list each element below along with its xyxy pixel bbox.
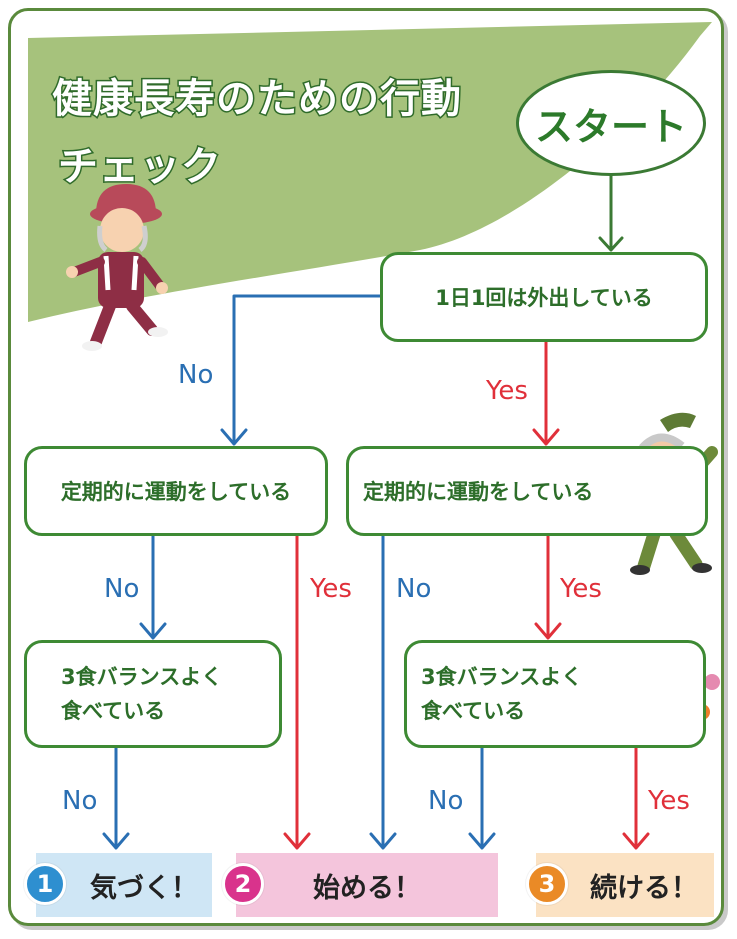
- meals-right-line2: 食べている: [421, 699, 526, 723]
- outing-no-label: No: [178, 360, 214, 390]
- arrow-meals-left-no: [102, 746, 130, 850]
- exercise-right-no-label: No: [396, 574, 432, 604]
- arrow-exercise-right-yes: [534, 534, 562, 640]
- outing-label: 1日1回は外出している: [435, 286, 653, 310]
- arrow-exercise-right-no: [369, 534, 397, 850]
- outcome-continue: 続ける！: [536, 853, 714, 917]
- jogging-woman-illustration: [66, 184, 168, 351]
- arrow-meals-right-yes: [622, 746, 650, 850]
- title-line2: チェック: [57, 143, 223, 192]
- meals-left-line2: 食べている: [61, 699, 166, 723]
- outcome-1-badge: 1: [24, 863, 66, 905]
- arrow-exercise-left-yes: [283, 534, 311, 850]
- meals-right-no-label: No: [428, 786, 464, 816]
- outcome-start: 始める！: [236, 853, 498, 917]
- outcome-start-text: 始める！: [313, 872, 421, 904]
- exercise-left-yes-label: Yes: [310, 574, 352, 604]
- exercise-left-node: 定期的に運動をしている: [24, 446, 328, 536]
- exercise-right-node: 定期的に運動をしている: [346, 446, 708, 536]
- outcome-continue-text: 続ける！: [590, 872, 698, 904]
- meals-left-line1: 3食バランスよく: [61, 665, 223, 689]
- exercise-right-label: 定期的に運動をしている: [363, 480, 594, 504]
- meals-right-yes-label: Yes: [648, 786, 690, 816]
- meals-left-no-label: No: [62, 786, 98, 816]
- outing-yes-label: Yes: [486, 376, 528, 406]
- outing-node: 1日1回は外出している: [380, 252, 708, 342]
- start-node: スタート: [516, 70, 706, 176]
- arrow-outing-no: [220, 294, 382, 446]
- exercise-left-label: 定期的に運動をしている: [60, 480, 292, 504]
- exercise-left-no-label: No: [104, 574, 140, 604]
- outcome-2-badge: 2: [222, 863, 264, 905]
- outcome-3-badge: 3: [526, 863, 568, 905]
- arrow-exercise-left-no: [139, 534, 167, 640]
- meals-right-node: 3食バランスよく 食べている: [404, 640, 706, 748]
- title-line1: 健康長寿のための行動: [51, 75, 463, 124]
- arrow-meals-right-no: [468, 746, 496, 850]
- arrow-start-to-outing: [598, 174, 624, 252]
- outcome-notice: 気づく！: [36, 853, 212, 917]
- meals-left-node: 3食バランスよく 食べている: [24, 640, 282, 748]
- arrow-outing-yes: [532, 340, 560, 446]
- meals-right-line1: 3食バランスよく: [421, 665, 583, 689]
- exercise-right-yes-label: Yes: [560, 574, 602, 604]
- outcome-notice-text: 気づく！: [90, 872, 198, 904]
